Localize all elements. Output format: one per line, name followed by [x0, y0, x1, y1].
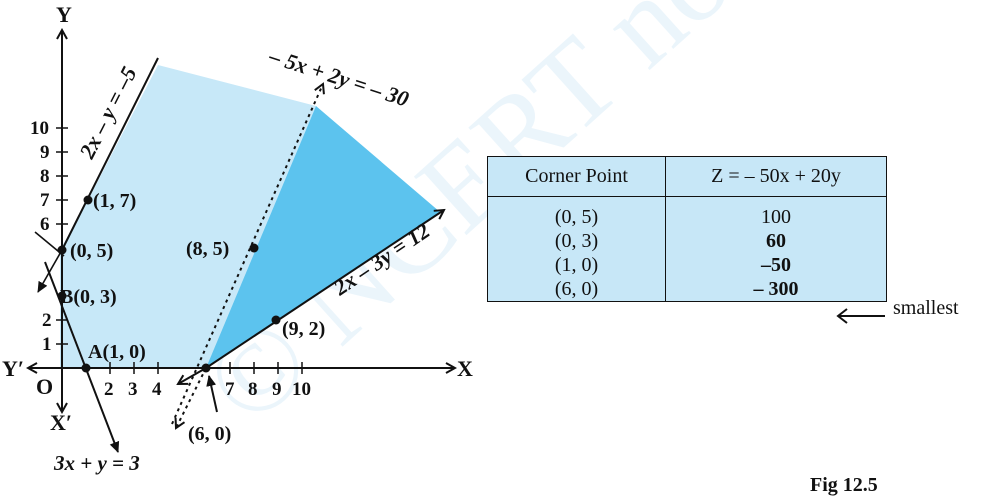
y-tick-9: 9: [40, 142, 50, 163]
light-region: [60, 65, 316, 368]
left-arrow-icon: [836, 308, 885, 324]
point-92-label: (9, 2): [282, 318, 325, 340]
x-ticks: [109, 362, 303, 374]
y-tick-1: 1: [42, 334, 52, 355]
y-ticks: [56, 127, 68, 345]
y-neg-axis-label: Y′: [2, 356, 24, 381]
line-2x-3y-eq-12: [205, 210, 444, 369]
table-row: (1, 0) –50: [487, 253, 887, 277]
x-tick-9: 9: [272, 379, 282, 400]
line-2x-3y-back: [178, 367, 207, 384]
origin-label: O: [36, 374, 53, 399]
point-85-dot: [249, 243, 259, 253]
table-row: (6, 0) – 300: [487, 277, 887, 302]
point-17-label: (1, 7): [93, 190, 136, 212]
table-header-z: Z = – 50x + 20y: [665, 156, 887, 197]
corner-point-table: Corner Point Z = – 50x + 20y (0, 5) 100 …: [487, 156, 887, 302]
figure-caption: Fig 12.5: [810, 474, 878, 496]
point-03-dot: [57, 291, 67, 301]
table-header-corner: Corner Point: [487, 156, 666, 197]
line-2x-y-extension: [37, 249, 63, 293]
point-60-dot: [201, 363, 211, 373]
point-10-dot: [81, 363, 91, 373]
corner-points: [57, 195, 281, 373]
point-85-label: (8, 5): [186, 238, 229, 260]
table-cell-z: – 300: [665, 277, 887, 302]
line4-label: 3x + y = 3: [53, 451, 140, 475]
x-tick-8: 8: [248, 379, 258, 400]
x-tick-2: 2: [104, 379, 114, 400]
point-92-dot: [271, 315, 281, 325]
table-cell-z: –50: [665, 253, 887, 277]
point-60-arrow: [206, 375, 218, 413]
x-tick-3: 3: [128, 379, 138, 400]
x-tick-10: 10: [292, 379, 311, 400]
x-tick-4: 4: [152, 379, 162, 400]
x-tick-7: 7: [225, 379, 235, 400]
x-neg-axis-label: X′: [50, 410, 72, 435]
table-row: (0, 5) 100: [487, 196, 887, 229]
smallest-label: smallest: [893, 297, 959, 319]
line-3x-y-eq-3: [44, 261, 120, 453]
y-tick-10: 10: [30, 118, 49, 139]
x-axis-label: X: [457, 356, 473, 381]
point-10-label: A(1, 0): [88, 341, 146, 363]
point-17-dot: [83, 195, 93, 205]
y-axis-label: Y: [56, 2, 72, 27]
point-03-label: B(0, 3): [60, 286, 117, 308]
y-tick-7: 7: [40, 190, 50, 211]
table-cell-point: (1, 0): [487, 253, 666, 277]
table-row: (0, 3) 60: [487, 229, 887, 253]
y-tick-8: 8: [40, 166, 50, 187]
y-tick-6: 6: [40, 214, 50, 235]
y-tick-2: 2: [42, 310, 52, 331]
point-60-label: (6, 0): [188, 423, 231, 445]
table-cell-point: (0, 3): [487, 229, 666, 253]
point-05-label: (0, 5): [70, 240, 113, 262]
table-cell-z: 100: [665, 196, 887, 229]
table-cell-point: (0, 5): [487, 196, 666, 229]
line-2x-y-eq-neg5: [61, 57, 159, 251]
table-cell-point: (6, 0): [487, 277, 666, 302]
dark-region: [206, 106, 440, 368]
point-05-dot: [57, 245, 67, 255]
line-neg5x-2y-eq-neg30: [171, 84, 323, 425]
table-cell-z: 60: [665, 229, 887, 253]
